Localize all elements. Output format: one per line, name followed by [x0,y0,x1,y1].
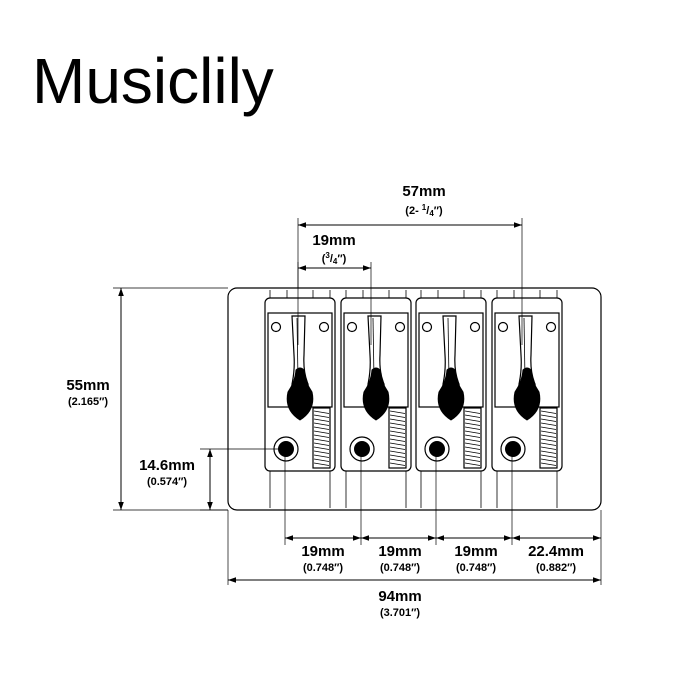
screw-icon [394,321,406,333]
dimension-bottom-1-value: 19mm [301,543,344,560]
dimension-55mm: 55mm (2.165″) [66,287,228,511]
dimension-bottom-2-value: 19mm [378,543,421,560]
screw-icon [346,321,358,333]
hex-socket-icon [505,441,521,457]
dimension-bottom-4-value: 22.4mm [528,543,584,560]
dimension-bottom-1-inch: (0.748″) [303,562,343,574]
hex-socket-icon [429,441,445,457]
dimension-bottom-2-inch: (0.748″) [380,562,420,574]
dimension-19mm-top-value: 19mm [312,232,355,249]
string-keyhole-icon [437,367,465,421]
spring-icon [464,410,481,466]
dimension-57mm-inch: (2- 1/4″) [405,203,443,218]
dimension-14-6mm: 14.6mm (0.574″) [139,448,285,511]
dimension-bottom-4-inch: (0.882″) [536,562,576,574]
dimension-94mm-inch: (3.701″) [380,607,420,619]
brand-title: Musiclily [32,45,274,117]
dimension-57mm-value: 57mm [402,183,445,200]
spring-icon [313,410,330,466]
screw-icon [469,321,481,333]
dimension-94mm-value: 94mm [378,588,421,605]
dimension-bottom-3-value: 19mm [454,543,497,560]
screw-icon [545,321,557,333]
string-keyhole-icon [286,367,314,421]
saddles [264,290,563,508]
string-keyhole-icon [362,367,390,421]
spring-icon [540,410,557,466]
string-keyhole-icon [513,367,541,421]
dimension-19mm-top: 19mm (3/4″) [297,232,372,345]
saddle-4 [491,290,563,508]
dimension-19mm-top-inch: (3/4″) [322,251,347,266]
screw-icon [421,321,433,333]
dimension-55mm-inch: (2.165″) [68,396,108,408]
saddle-2 [340,290,412,508]
saddle-3 [415,290,487,508]
hex-socket-icon [354,441,370,457]
dimension-14-6mm-value: 14.6mm [139,457,195,474]
screw-icon [318,321,330,333]
dimension-14-6mm-inch: (0.574″) [147,476,187,488]
dimension-bottom-3-inch: (0.748″) [456,562,496,574]
screw-icon [497,321,509,333]
screw-icon [270,321,282,333]
saddle-1 [264,290,336,508]
dimension-94mm: 94mm (3.701″) [228,577,601,619]
spring-icon [389,410,406,466]
dimension-bottom-spacings: 19mm (0.748″) 19mm (0.748″) 19mm (0.748″… [227,449,602,585]
dimension-55mm-value: 55mm [66,377,109,394]
